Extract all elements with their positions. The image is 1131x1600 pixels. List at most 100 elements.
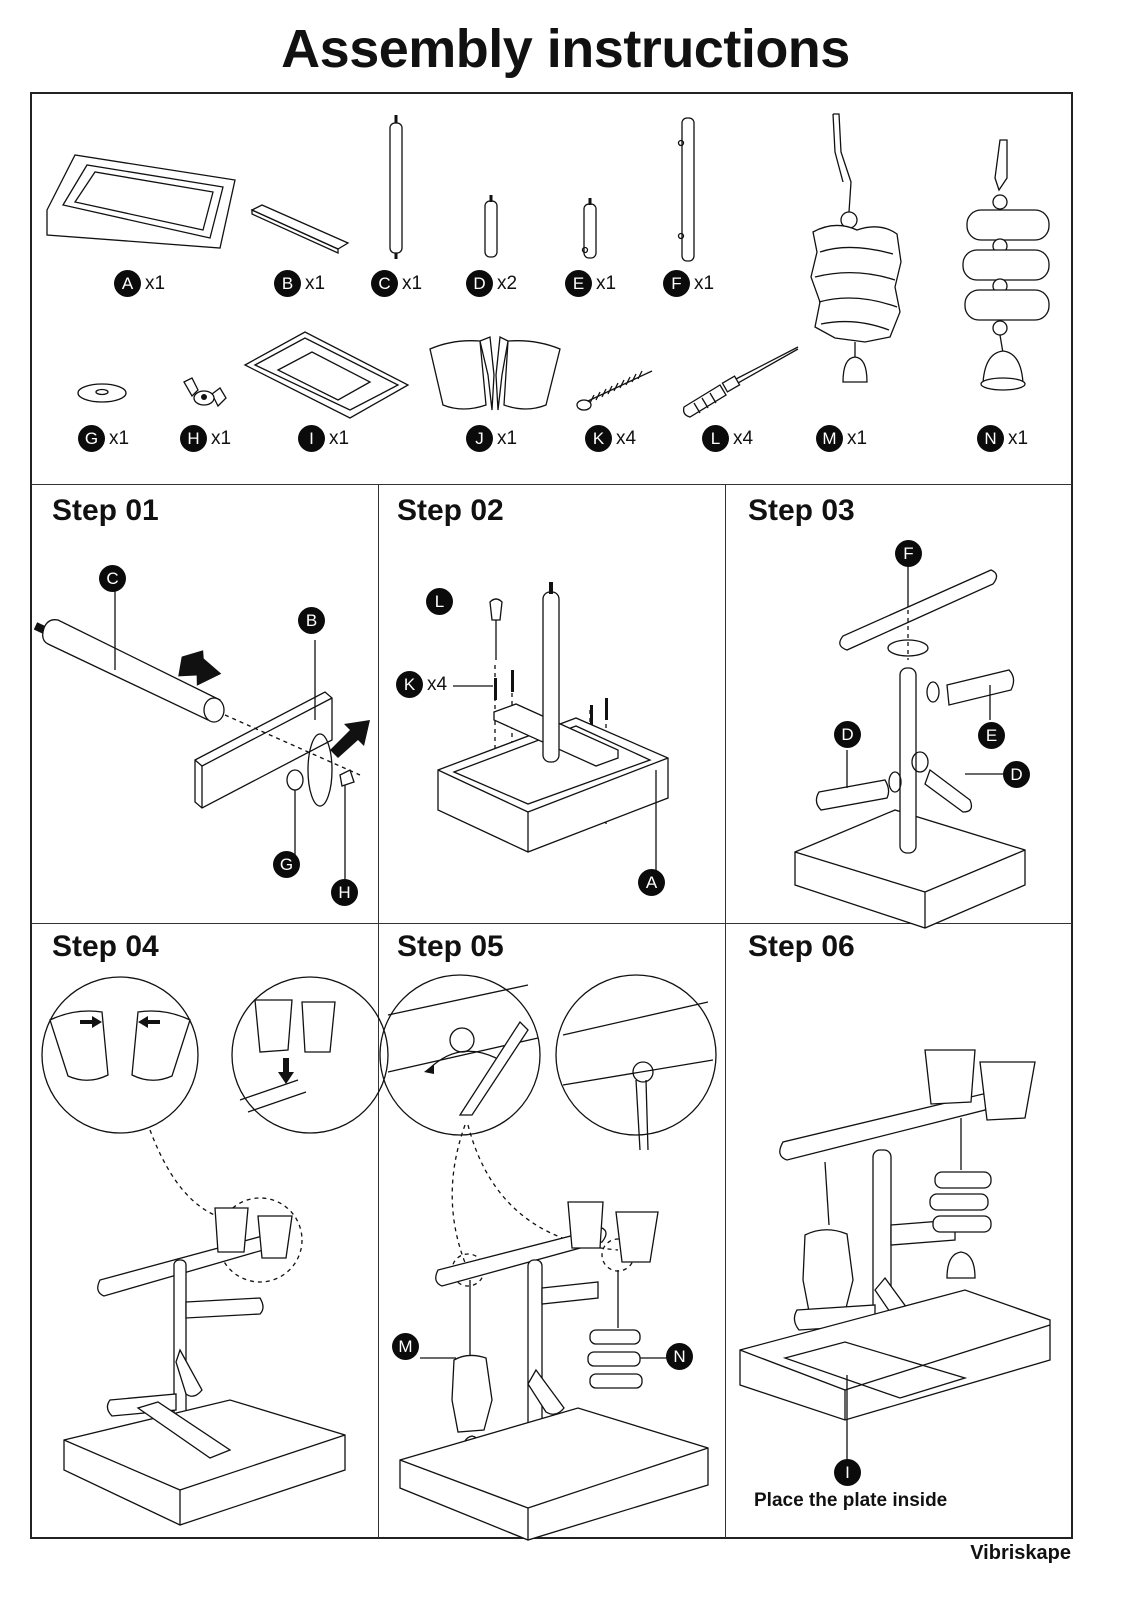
step-02-callout-a: A	[638, 869, 665, 896]
board-icon	[250, 204, 350, 255]
washer-icon	[77, 383, 127, 403]
part-n-illustration	[955, 138, 1055, 398]
step-06-illustration	[739, 1049, 1051, 1460]
part-b-illustration	[250, 204, 350, 255]
step-05-illustration	[379, 974, 717, 1541]
step-05-title: Step 05	[397, 930, 504, 963]
callout-badge: M	[392, 1333, 419, 1360]
step-01-illustration	[33, 578, 370, 882]
callout-badge: D	[1003, 761, 1030, 788]
part-qty: x2	[497, 272, 518, 294]
part-d-illustration	[483, 195, 499, 260]
divider-col-1	[378, 485, 379, 1538]
part-c-illustration	[386, 115, 406, 260]
part-m-illustration	[805, 112, 905, 397]
part-badge: G	[78, 425, 105, 452]
step-06-callout-i: I	[834, 1459, 861, 1486]
part-f-illustration	[677, 117, 698, 263]
part-j-illustration	[428, 335, 563, 415]
part-qty: x4	[733, 427, 754, 449]
double-cup-icon	[429, 335, 561, 411]
step-03-title: Step 03	[748, 494, 855, 527]
pole-icon	[389, 115, 403, 259]
step-03-callout-d-left: D	[834, 721, 861, 748]
step-05-callout-m: M	[392, 1333, 419, 1360]
callout-badge: G	[273, 851, 300, 878]
part-g-illustration	[76, 380, 128, 406]
part-qty: x1	[596, 272, 617, 294]
part-badge: H	[180, 425, 207, 452]
step-06-caption: Place the plate inside	[754, 1490, 948, 1511]
part-badge: C	[371, 270, 398, 297]
page-title: Assembly instructions	[281, 19, 850, 79]
part-a-illustration	[45, 150, 240, 260]
part-h-illustration	[182, 376, 227, 412]
step-06-title: Step 06	[748, 930, 855, 963]
callout-badge: B	[298, 607, 325, 634]
divider-parts	[31, 484, 1072, 485]
part-qty: x1	[694, 272, 715, 294]
callout-badge: K	[396, 671, 423, 698]
part-badge: A	[114, 270, 141, 297]
callout-badge: A	[638, 869, 665, 896]
brand-name: Vibriskape	[970, 1542, 1071, 1564]
step-01-title: Step 01	[52, 494, 159, 527]
part-e-illustration	[581, 198, 598, 260]
step-04-illustration	[41, 976, 389, 1526]
callout-badge: F	[895, 540, 922, 567]
part-qty: x1	[109, 427, 130, 449]
divider-steps	[31, 923, 1072, 924]
step-01-callout-g: G	[273, 851, 300, 878]
part-qty: x1	[497, 427, 518, 449]
part-badge: M	[816, 425, 843, 452]
part-qty: x1	[305, 272, 326, 294]
callout-badge: D	[834, 721, 861, 748]
part-badge: B	[274, 270, 301, 297]
instructions-frame	[30, 92, 1073, 1539]
callout-badge: C	[99, 565, 126, 592]
step-01-callout-b: B	[298, 607, 325, 634]
step-02-illustration	[437, 582, 669, 875]
part-qty: x4	[616, 427, 637, 449]
part-qty: x1	[847, 427, 868, 449]
step-03-callout-f: F	[895, 540, 922, 567]
top-perch-icon	[677, 117, 695, 262]
part-qty: x1	[145, 272, 166, 294]
divider-col-2	[725, 485, 726, 1538]
part-qty: x1	[329, 427, 350, 449]
step-03-illustration	[794, 566, 1026, 929]
part-qty: x1	[211, 427, 232, 449]
callout-badge: N	[666, 1343, 693, 1370]
part-badge: F	[663, 270, 690, 297]
short-perch-icon	[484, 195, 498, 258]
callout-badge: I	[834, 1459, 861, 1486]
step-05-callout-n: N	[666, 1343, 693, 1370]
screw-icon	[576, 370, 653, 411]
step-04-title: Step 04	[52, 930, 159, 963]
wing-nut-icon	[183, 377, 227, 408]
wooden-toy-icon	[962, 139, 1050, 391]
step-02-title: Step 02	[397, 494, 504, 527]
part-i-illustration	[240, 330, 410, 420]
plate-icon	[243, 331, 410, 419]
part-badge: I	[298, 425, 325, 452]
perch-hook-icon	[581, 198, 597, 259]
step-02-callout-l: L	[426, 588, 453, 615]
part-k-illustration	[576, 365, 656, 415]
tray-frame-icon	[46, 154, 236, 249]
part-qty: x1	[1008, 427, 1029, 449]
